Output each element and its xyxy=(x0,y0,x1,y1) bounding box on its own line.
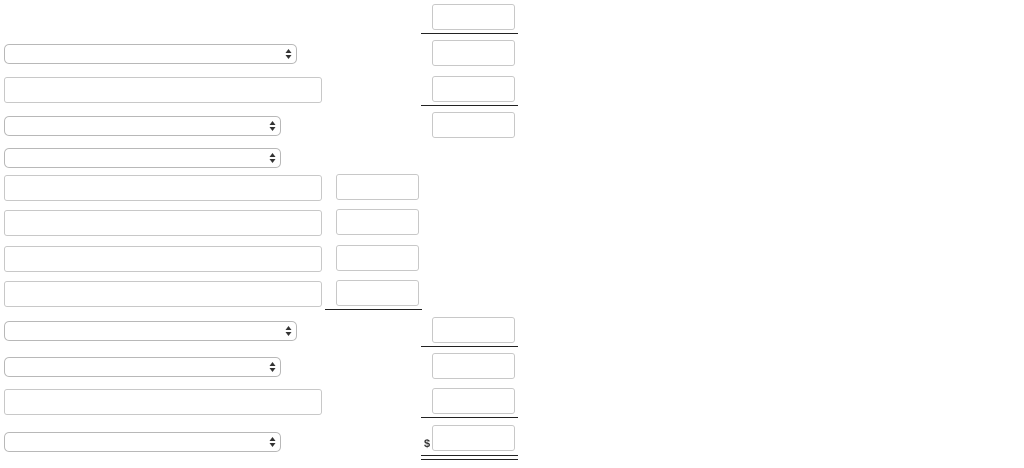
select-arrows-icon xyxy=(269,437,276,447)
sub-amount-input-2[interactable] xyxy=(336,209,419,235)
subtotal-rule-5 xyxy=(421,417,518,418)
select-arrows-icon xyxy=(269,121,276,131)
amount-input-6[interactable] xyxy=(432,353,515,379)
description-input-4[interactable] xyxy=(4,246,322,272)
account-select-1[interactable] xyxy=(4,44,297,64)
account-select-2[interactable] xyxy=(4,116,281,136)
select-arrows-icon xyxy=(285,49,292,59)
account-select-4[interactable] xyxy=(4,321,297,341)
description-input-2[interactable] xyxy=(4,175,322,201)
description-input-6[interactable] xyxy=(4,389,322,415)
amount-input-1[interactable] xyxy=(432,4,515,30)
amount-input-3[interactable] xyxy=(432,76,515,102)
currency-symbol: $ xyxy=(424,438,431,450)
total-double-rule xyxy=(421,455,518,460)
subtotal-rule-3 xyxy=(325,309,422,310)
account-select-3[interactable] xyxy=(4,148,281,168)
description-input-5[interactable] xyxy=(4,281,322,307)
account-select-5[interactable] xyxy=(4,357,281,377)
amount-input-2[interactable] xyxy=(432,40,515,66)
sub-amount-input-4[interactable] xyxy=(336,280,419,306)
account-select-6[interactable] xyxy=(4,432,281,452)
amount-input-5[interactable] xyxy=(432,317,515,343)
amount-input-4[interactable] xyxy=(432,112,515,138)
sub-amount-input-1[interactable] xyxy=(336,174,419,200)
select-arrows-icon xyxy=(269,153,276,163)
total-amount-input[interactable] xyxy=(432,425,515,451)
description-input-3[interactable] xyxy=(4,210,322,236)
description-input-1[interactable] xyxy=(4,77,322,103)
subtotal-rule-2 xyxy=(421,105,518,106)
subtotal-rule-4 xyxy=(421,346,518,347)
select-arrows-icon xyxy=(269,362,276,372)
subtotal-rule-1 xyxy=(421,33,518,34)
sub-amount-input-3[interactable] xyxy=(336,245,419,271)
select-arrows-icon xyxy=(285,326,292,336)
amount-input-7[interactable] xyxy=(432,388,515,414)
